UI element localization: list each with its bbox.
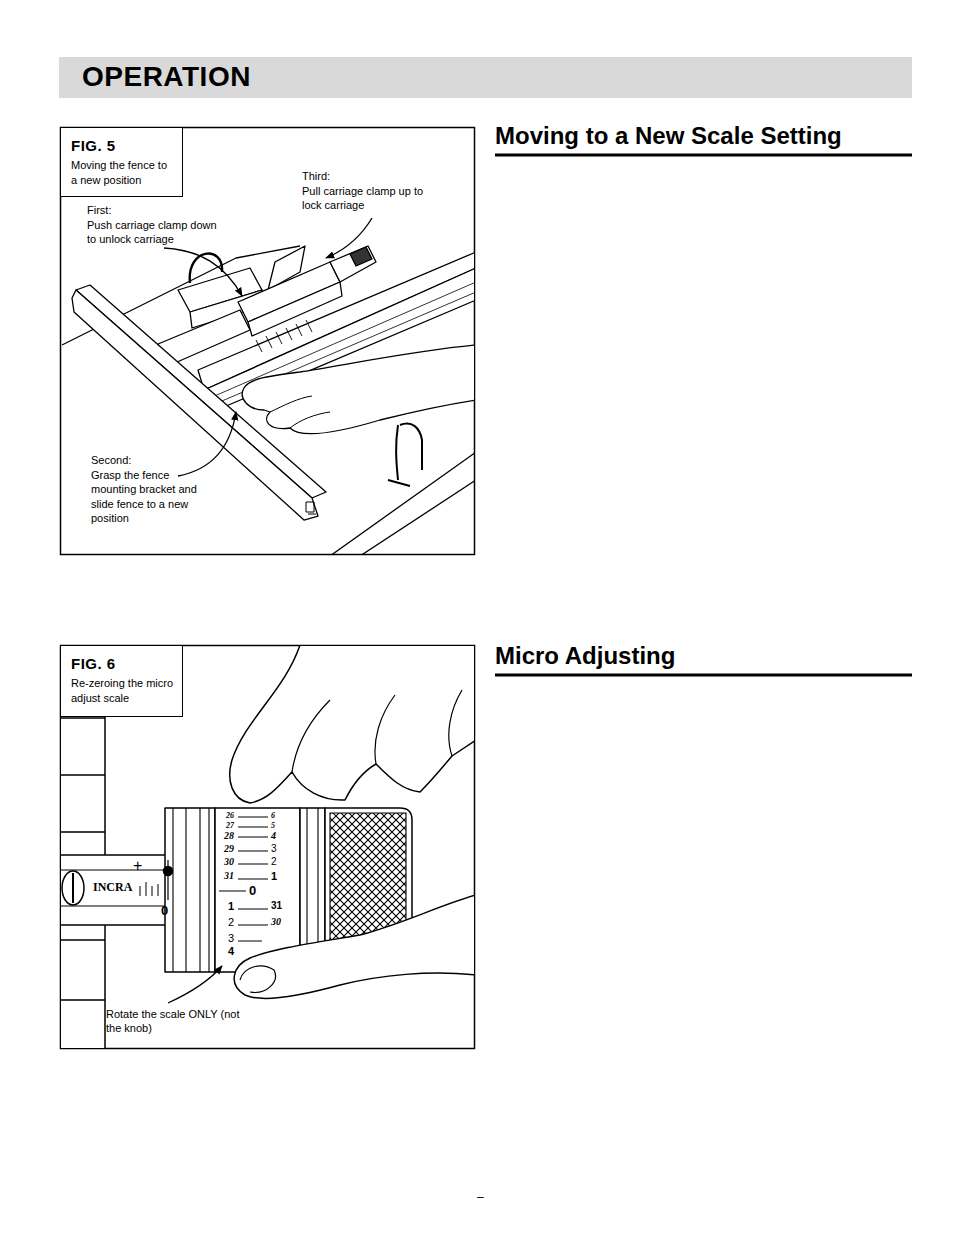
scale-number: 5 (271, 822, 275, 830)
section-heading: Micro Adjusting (495, 642, 675, 671)
scale-number: 30 (271, 917, 281, 927)
scale-number: 2 (271, 857, 277, 867)
callout-step: Second: (91, 453, 131, 467)
scale-number: 26 (218, 812, 234, 820)
leader-line (168, 966, 222, 1003)
page-title: OPERATION (82, 59, 251, 95)
micro-adjust-illustration (61, 646, 474, 1048)
drum-collar (165, 808, 215, 972)
fence-slot (306, 502, 316, 514)
section-heading: Moving to a New Scale Setting (495, 122, 842, 151)
scale-number: 1 (271, 871, 277, 882)
scale-strip (61, 870, 167, 906)
finger-lines (292, 690, 462, 772)
fence-illustration (62, 246, 474, 554)
scale-number: 31 (218, 871, 234, 881)
page-number: – (477, 1190, 484, 1206)
brand-mark: INCRA (93, 880, 132, 894)
scale-bar (61, 855, 167, 925)
callout-text: Pull carriage clamp up to lock carriage (302, 184, 430, 213)
scale-zero: 0 (161, 903, 168, 919)
heading-rule (495, 154, 912, 157)
scale-number: 28 (218, 831, 234, 841)
callout-text: Push carriage clamp down to unlock carri… (87, 218, 221, 247)
scale-number: 4 (271, 831, 276, 841)
callout-text: Rotate the scale ONLY (not the knob) (106, 1007, 248, 1036)
scale-number: 6 (271, 812, 275, 820)
carriage-side (248, 282, 342, 336)
screw-slot (72, 873, 74, 903)
scale-number: 27 (218, 822, 234, 830)
figure-caption: Moving the fence to a new position (71, 158, 174, 188)
thumb (234, 895, 474, 998)
leader-line (326, 218, 372, 258)
leader-line (178, 412, 236, 476)
scale-number: 3 (218, 933, 234, 944)
screw-head (62, 871, 84, 905)
scale-number: 31 (271, 901, 282, 911)
figure-number: FIG. 5 (71, 137, 174, 154)
scale-ticks (219, 817, 268, 941)
scale-number: 29 (218, 844, 234, 854)
hand (230, 646, 474, 803)
callout-text: Grasp the fence mounting bracket and sli… (91, 468, 203, 525)
scale-zero: 0 (249, 883, 256, 899)
micro-knob-grip (350, 247, 372, 266)
callout-step: Third: (302, 169, 330, 183)
leader-line (164, 248, 242, 296)
finger-lines (270, 396, 330, 428)
scale-sign: + (133, 856, 142, 877)
collar-lines (173, 808, 209, 972)
table-edge (330, 452, 474, 554)
thumbnail (240, 966, 275, 993)
figure-number: FIG. 6 (71, 655, 174, 672)
header-band (59, 57, 912, 98)
figure-caption: Re-zeroing the micro adjust scale (71, 676, 174, 706)
hand (242, 345, 474, 434)
callout-step: First: (87, 203, 111, 217)
scale-number: 30 (218, 857, 234, 867)
hairline (167, 860, 168, 900)
scale-number: 3 (271, 844, 277, 854)
rail-scale (256, 320, 312, 352)
table-edge (360, 480, 474, 554)
figure-label-box: FIG. 6 Re-zeroing the micro adjust scale (60, 645, 183, 717)
scale-number: 1 (218, 901, 234, 912)
scale-number: 2 (218, 917, 234, 928)
scale-number: 4 (218, 946, 234, 957)
micro-knob (330, 246, 376, 282)
figure-label-box: FIG. 5 Moving the fence to a new position (60, 127, 183, 197)
heading-rule (495, 674, 912, 677)
c-clamp (388, 423, 422, 486)
